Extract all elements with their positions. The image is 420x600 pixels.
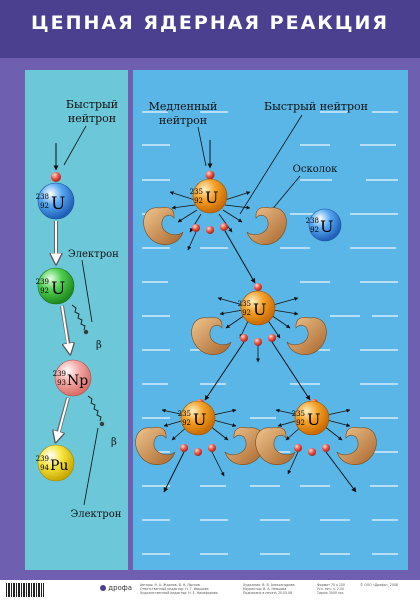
np239-charge: 93 xyxy=(57,379,66,387)
np239-symbol: Np xyxy=(67,373,88,389)
nucleus-u235-1 xyxy=(192,178,228,214)
nucleus-u235-2 xyxy=(240,290,276,326)
chain-path-1 xyxy=(224,230,256,284)
slow-neutron xyxy=(205,170,215,180)
nucleus-np239 xyxy=(54,359,92,397)
fragment-1b xyxy=(246,207,287,245)
emitted-neutron-1b xyxy=(206,226,214,234)
emitted-neutron-3b xyxy=(194,448,202,456)
fragment-2a xyxy=(191,317,232,355)
chain-path-2b xyxy=(271,341,311,401)
fragment-3a xyxy=(135,427,176,465)
barcode xyxy=(6,583,44,597)
emitted-neutron-1c xyxy=(220,223,228,231)
u239-symbol: U xyxy=(51,279,65,299)
beta-symbol-1: β xyxy=(96,340,102,351)
u238-symbol: U xyxy=(51,194,65,214)
label-fast-neutron-line1: Быстрый xyxy=(66,98,118,111)
emitted-neutron-4b xyxy=(308,448,316,456)
beta-wave-2 xyxy=(87,395,102,422)
nucleus-u235-3 xyxy=(180,400,216,436)
pu239-mass: 239 xyxy=(36,455,49,463)
pointer-slow-neutron xyxy=(197,126,207,167)
publisher-logo: дрофа xyxy=(100,584,132,592)
u235-charge-2: 92 xyxy=(242,309,251,317)
neutron xyxy=(51,172,61,182)
u239-mass: 239 xyxy=(36,278,49,286)
emitted-neutron-3c xyxy=(208,444,216,452)
emitted-neutron-4a xyxy=(294,444,302,452)
fragment-2b xyxy=(286,317,327,355)
np239-mass: 239 xyxy=(53,370,66,378)
emitted-neutron-2c xyxy=(268,334,276,342)
electron-particle-1 xyxy=(83,329,89,335)
pointer-fast-neutron-right xyxy=(239,114,303,215)
label-slow-neutron-line1: Медленный xyxy=(149,100,218,113)
beta-wave-1 xyxy=(71,304,86,331)
beta-symbol-2: β xyxy=(111,437,117,448)
nucleus-u235-4 xyxy=(294,400,330,436)
pointer-electron-1 xyxy=(81,259,93,323)
nucleus-u239 xyxy=(37,267,75,305)
pu239-charge: 94 xyxy=(40,464,49,472)
pointer-fast-neutron xyxy=(63,125,87,166)
label-electron-1: Электрон xyxy=(68,249,119,260)
u235-symbol-1: U xyxy=(205,188,218,207)
u239-charge: 92 xyxy=(40,287,49,295)
pointer-fragment xyxy=(269,175,301,213)
u238-right-charge: 92 xyxy=(310,226,319,234)
u235-symbol-3: U xyxy=(193,410,206,429)
neutron-hit-2 xyxy=(254,283,262,291)
u235-mass-1: 235 xyxy=(190,188,203,196)
diagram-frame: Быстрый нейтрон 238 92 U Электрон 239 92… xyxy=(0,58,420,580)
diagram-canvas: Быстрый нейтрон 238 92 U Электрон 239 92… xyxy=(25,70,408,570)
u238-right-symbol: U xyxy=(320,217,333,236)
electron-particle-2 xyxy=(99,421,105,427)
label-fragment: Осколок xyxy=(293,164,338,175)
pointer-electron-2 xyxy=(83,427,99,506)
fission-event-2: 235 92 U xyxy=(191,290,327,355)
nucleus-u238-right xyxy=(308,208,342,242)
u238-charge: 92 xyxy=(40,202,49,210)
nucleus-pu239 xyxy=(37,444,75,482)
pu239-symbol: Pu xyxy=(50,458,68,474)
u235-symbol-4: U xyxy=(307,410,320,429)
u235-charge-1: 92 xyxy=(194,197,203,205)
u238-mass: 238 xyxy=(36,193,49,201)
label-electron-2: Электрон xyxy=(71,509,122,520)
fission-event-4: 235 92 U xyxy=(255,400,377,465)
u235-mass-3: 235 xyxy=(178,410,191,418)
fragment-3b xyxy=(224,427,265,465)
u235-symbol-2: U xyxy=(253,300,266,319)
u235-charge-3: 92 xyxy=(182,419,191,427)
left-panel xyxy=(25,70,128,570)
u235-mass-2: 235 xyxy=(238,300,251,308)
fission-event-3: 235 92 U xyxy=(135,400,265,465)
chain-path-2a xyxy=(204,341,245,401)
label-fast-neutron-right: Быстрый нейтрон xyxy=(264,100,368,113)
page-title: ЦЕПНАЯ ЯДЕРНАЯ РЕАКЦИЯ xyxy=(31,12,389,34)
u235-charge-4: 92 xyxy=(296,419,305,427)
u238-right-mass: 238 xyxy=(306,217,319,225)
emitted-neutron-2b xyxy=(254,338,262,346)
u235-mass-4: 235 xyxy=(292,410,305,418)
nucleus-u238 xyxy=(37,182,75,220)
emitted-neutron-3a xyxy=(180,444,188,452)
label-slow-neutron-line2: нейтрон xyxy=(159,114,207,127)
header-bar: ЦЕПНАЯ ЯДЕРНАЯ РЕАКЦИЯ xyxy=(0,0,420,58)
footer-col-4: © ООО «Дрофа», 2008 xyxy=(360,583,398,587)
label-fast-neutron-line2: нейтрон xyxy=(68,112,116,125)
fission-event-1: 235 92 U xyxy=(143,178,287,245)
emitted-neutron-4c xyxy=(322,444,330,452)
footer: дрофа Авторы: Н. А. Жданов, В. Н. Лысков… xyxy=(0,580,420,600)
fragment-4a xyxy=(255,427,296,465)
emitted-neutron-2a xyxy=(240,334,248,342)
fragment-1a xyxy=(143,207,184,245)
emitted-neutron-1a xyxy=(192,224,200,232)
fragment-4b xyxy=(336,427,377,465)
